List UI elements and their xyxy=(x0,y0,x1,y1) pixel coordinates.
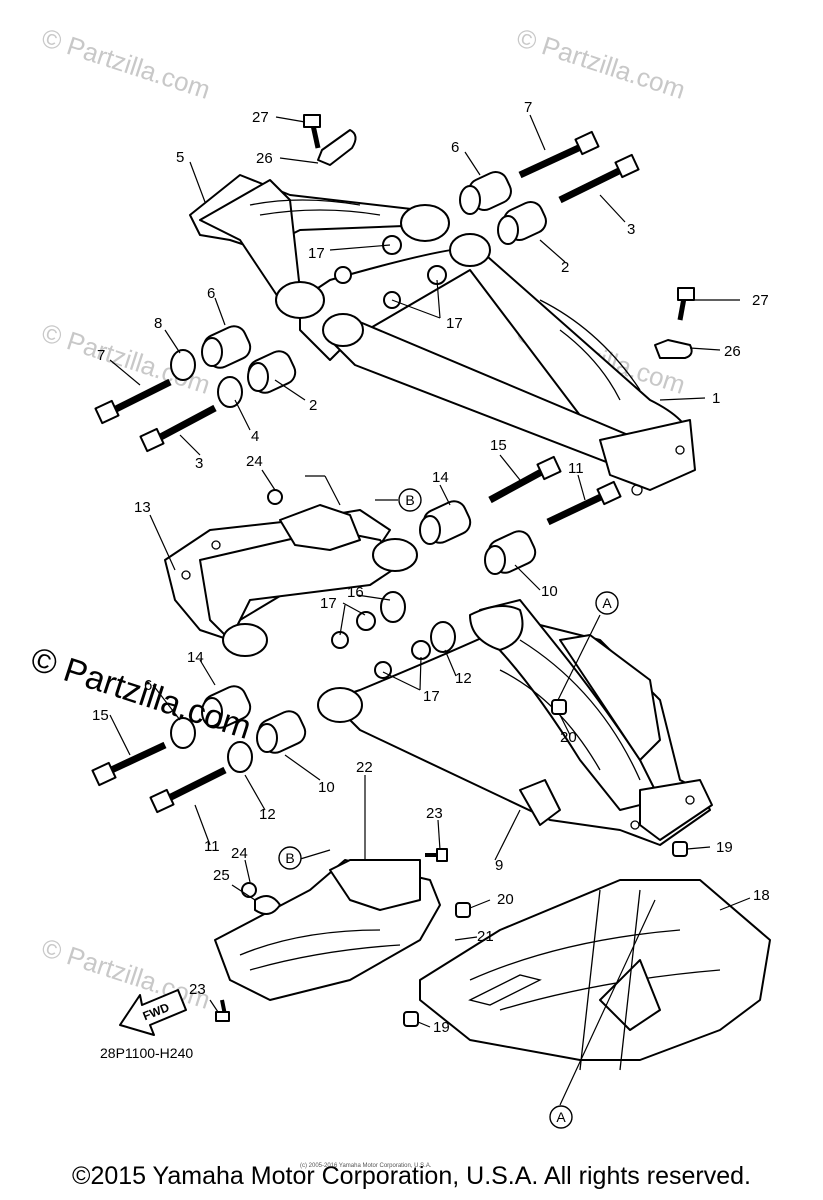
guard-22 xyxy=(214,859,441,1001)
callout-27: 27 xyxy=(752,292,769,309)
callout-18: 18 xyxy=(753,887,770,904)
small-copyright: (c) 2005-2016 Yamaha Motor Corporation, … xyxy=(300,1163,432,1169)
callout-15: 15 xyxy=(92,707,109,724)
callout-10: 10 xyxy=(541,583,558,600)
callout-14: 14 xyxy=(187,649,204,666)
callout-17: 17 xyxy=(423,688,440,705)
callout-5: 5 xyxy=(176,149,184,166)
callout-13: 13 xyxy=(134,499,151,516)
reference-bubbles: B A B A xyxy=(278,488,619,1129)
callout-23: 23 xyxy=(189,981,206,998)
callout-7: 7 xyxy=(97,347,105,364)
callout-26: 26 xyxy=(256,150,273,167)
callout-6: 6 xyxy=(144,677,152,694)
upper-arm-bracket xyxy=(189,174,450,319)
watermark: © Partzilla.com xyxy=(38,932,214,1015)
callout-24: 24 xyxy=(231,845,248,862)
callout-17: 17 xyxy=(320,595,337,612)
callout-19: 19 xyxy=(716,839,733,856)
callout-14: 14 xyxy=(432,469,449,486)
callout-12: 12 xyxy=(259,806,276,823)
callout-15: 15 xyxy=(490,437,507,454)
watermark: © Partzilla.com xyxy=(38,22,214,105)
callout-4: 4 xyxy=(251,428,259,445)
callout-6: 6 xyxy=(451,139,459,156)
callout-21: 21 xyxy=(477,928,494,945)
fwd-arrow: FWD xyxy=(119,989,187,1036)
callout-11: 11 xyxy=(204,838,220,855)
callout-10: 10 xyxy=(318,779,335,796)
callout-22: 22 xyxy=(356,759,373,776)
diagram-code: 28P1100-H240 xyxy=(100,1045,193,1061)
ref-b: B xyxy=(405,492,414,508)
callout-3: 3 xyxy=(627,221,635,238)
copyright-notice: ©2015 Yamaha Motor Corporation, U.S.A. A… xyxy=(72,1162,751,1190)
watermark: © Partzilla.com xyxy=(513,22,689,105)
ref-a: A xyxy=(602,595,612,611)
callout-16: 16 xyxy=(347,584,364,601)
callout-19: 19 xyxy=(433,1019,450,1036)
callout-17: 17 xyxy=(308,245,325,262)
callout-8: 8 xyxy=(154,315,162,332)
callout-20: 20 xyxy=(497,891,514,908)
callout-9: 9 xyxy=(495,857,503,874)
leader-lines xyxy=(109,114,751,1106)
lower-arm xyxy=(317,599,713,846)
callout-2: 2 xyxy=(561,259,569,276)
callout-25: 25 xyxy=(213,867,230,884)
skid-plate-18 xyxy=(419,879,771,1071)
callouts: 27 26 5 6 7 3 2 17 17 6 8 7 2 4 3 27 26 … xyxy=(92,99,770,1036)
callout-24: 24 xyxy=(246,453,263,470)
callout-1: 1 xyxy=(712,390,720,407)
lower-arm-bracket xyxy=(164,504,418,657)
callout-6: 6 xyxy=(207,285,215,302)
ref-a: A xyxy=(556,1109,566,1125)
bushings xyxy=(170,129,693,898)
bolts xyxy=(91,114,695,1027)
callout-12: 12 xyxy=(455,670,472,687)
callout-3: 3 xyxy=(195,455,203,472)
callout-26: 26 xyxy=(724,343,741,360)
callout-27: 27 xyxy=(252,109,269,126)
callout-20: 20 xyxy=(560,729,577,746)
callout-7: 7 xyxy=(524,99,532,116)
callout-17: 17 xyxy=(446,315,463,332)
callout-2: 2 xyxy=(309,397,317,414)
callout-11: 11 xyxy=(568,460,584,477)
ref-b: B xyxy=(285,850,294,866)
callout-23: 23 xyxy=(426,805,443,822)
